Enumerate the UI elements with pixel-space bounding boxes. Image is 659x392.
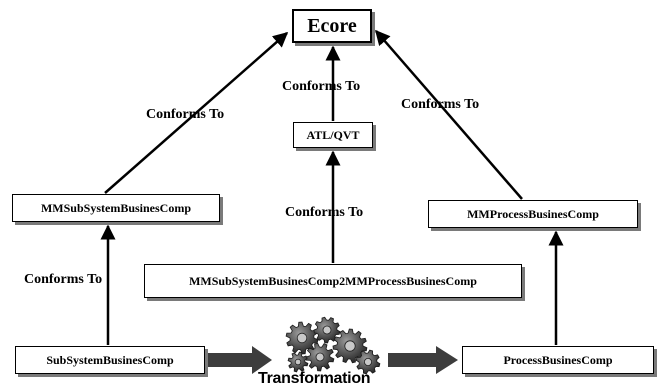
edge-mmsub-to-ecore xyxy=(104,32,289,194)
atl-qvt-node: ATL/QVT xyxy=(293,122,373,148)
edge-mmproc-to-ecore xyxy=(375,29,523,200)
gear-hub xyxy=(322,325,332,335)
label-m2m-conforms: Conforms To xyxy=(285,205,364,220)
gear-hub xyxy=(344,340,356,352)
transform-arrow-out xyxy=(388,346,458,374)
gear-hub xyxy=(363,357,372,366)
transform-arrow-in xyxy=(208,346,272,374)
transformation-label: Transformation xyxy=(258,370,371,387)
transformation-model-node: MMSubSystemBusinesComp2MMProcessBusinesC… xyxy=(144,264,522,298)
mm-subsystem-node: MMSubSystemBusinesComp xyxy=(12,194,220,222)
mm-process-node: MMProcessBusinesComp xyxy=(428,200,638,228)
label-atl-conforms: Conforms To xyxy=(282,79,361,94)
label-mmproc-conforms: Conforms To xyxy=(401,97,480,112)
gear-hub xyxy=(315,352,325,362)
gear-hub xyxy=(296,332,308,344)
gear-hub xyxy=(294,358,302,366)
label-mmsub-conforms: Conforms To xyxy=(146,107,225,122)
label-subsys-conforms: Conforms To xyxy=(24,272,103,287)
gears-icon xyxy=(285,316,381,375)
subsystem-node: SubSystemBusinesComp xyxy=(15,346,205,374)
process-node: ProcessBusinesComp xyxy=(462,346,654,374)
ecore-node: Ecore xyxy=(292,9,372,43)
